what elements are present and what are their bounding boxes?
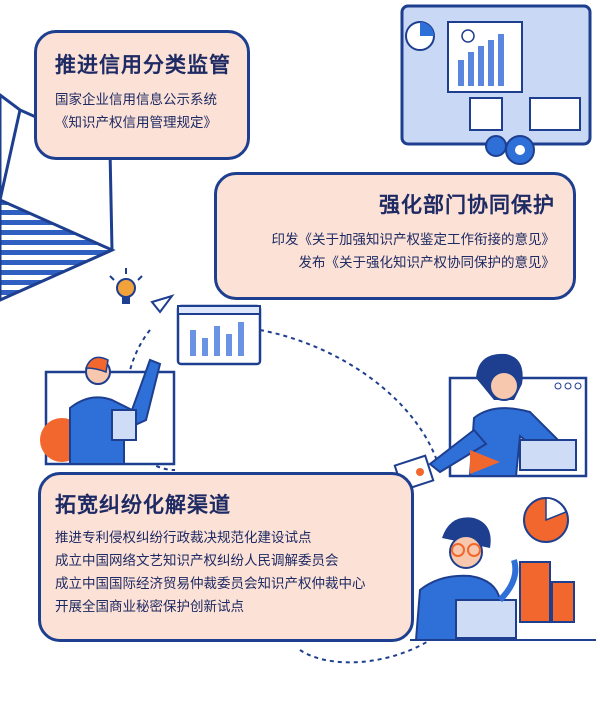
card-line: 成立中国网络文艺知识产权纠纷人民调解委员会 [55, 553, 339, 569]
card-dept-protection: 强化部门协同保护 印发《关于加强知识产权鉴定工作衔接的意见》 发布《关于强化知识… [214, 172, 576, 300]
lightbulb-icon [109, 268, 143, 304]
card-line: 推进专利侵权纠纷行政裁决规范化建设试点 [55, 530, 312, 546]
paper-plane-icon [150, 294, 175, 314]
card-credit-supervision: 推进信用分类监管 国家企业信用信息公示系统 《知识产权信用管理规定》 [34, 30, 250, 160]
card-title: 拓宽纠纷化解渠道 [55, 492, 231, 517]
dashed-path [124, 329, 441, 664]
card-line: 国家企业信用信息公示系统 [55, 92, 217, 108]
card-line: 成立中国国际经济贸易仲裁委员会知识产权仲裁中心 [55, 576, 366, 592]
card-title: 强化部门协同保护 [379, 192, 555, 217]
glasses-man-figure [410, 497, 596, 641]
card-line: 印发《关于加强知识产权鉴定工作衔接的意见》 [271, 232, 556, 248]
bar-chart-board [176, 304, 262, 366]
card-dispute-channels: 拓宽纠纷化解渠道 推进专利侵权纠纷行政裁决规范化建设试点 成立中国网络文艺知识产… [38, 472, 414, 642]
card-line: 开展全国商业秘密保护创新试点 [55, 599, 244, 615]
card-title: 推进信用分类监管 [55, 52, 231, 77]
dashboard-tablet-icon [400, 4, 592, 165]
card-line: 《知识产权信用管理规定》 [55, 115, 217, 131]
man-figure [428, 353, 588, 478]
card-line: 发布《关于强化知识产权协同保护的意见》 [298, 255, 556, 271]
woman-figure [40, 356, 176, 466]
